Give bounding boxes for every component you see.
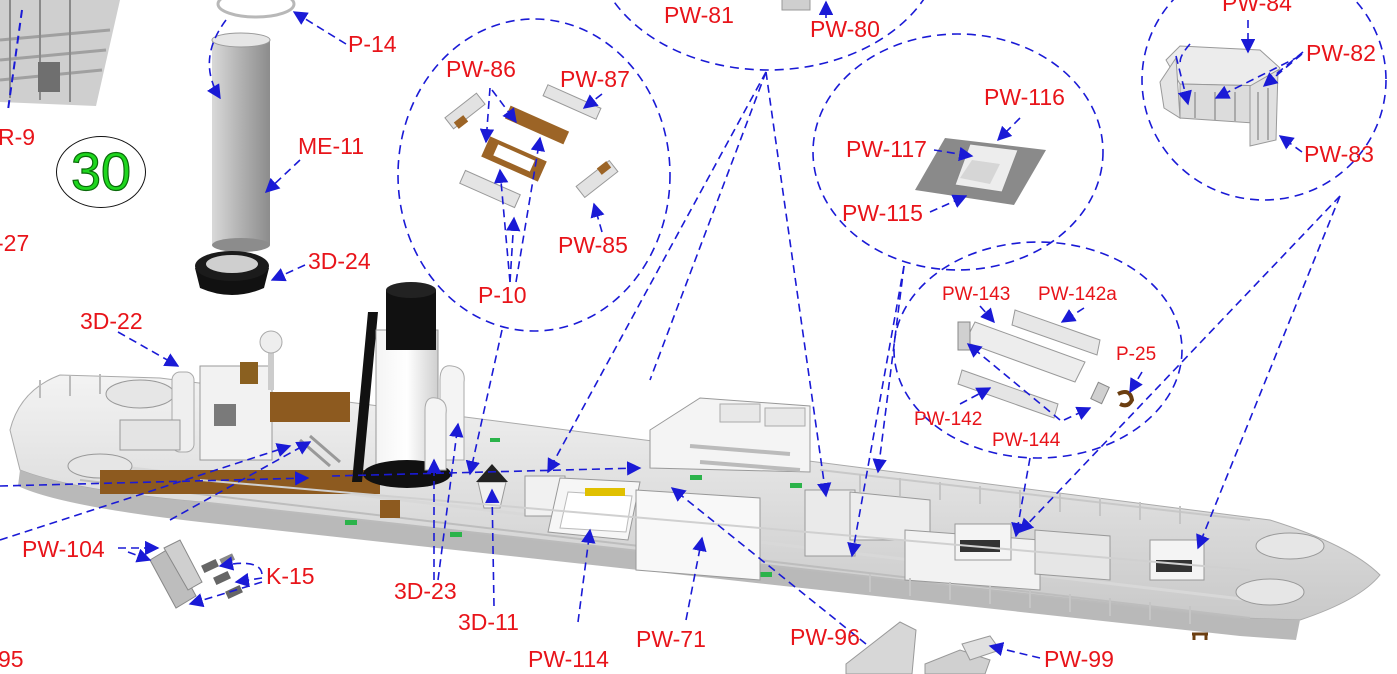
label-me11: ME-11 [298, 133, 365, 159]
label-pw87: PW-87 [560, 66, 630, 92]
label-pw144: PW-144 [992, 430, 1061, 451]
deckhouse-parts [957, 309, 1135, 419]
label-n27: -27 [0, 230, 30, 256]
wood-frame-parts [444, 84, 619, 209]
label-3d22: 3D-22 [80, 308, 143, 334]
label-pw83: PW-83 [1304, 141, 1374, 167]
previous-step-thumbnail [0, 0, 120, 111]
label-pw117: PW-117 [846, 136, 927, 162]
label-n95: 95 [0, 646, 24, 672]
callout-circle-top [611, 0, 925, 71]
label-p14: P-14 [348, 31, 397, 57]
pw80-part [781, 0, 811, 11]
hatch-parts [915, 138, 1046, 205]
funnel-ring-part [216, 0, 296, 19]
step-number-badge: 30 [56, 136, 146, 208]
label-3d11: 3D-11 [458, 609, 519, 635]
label-pw84: PW-84 [1222, 0, 1292, 16]
label-pw86: PW-86 [446, 56, 516, 82]
label-pw142: PW-142 [914, 409, 983, 430]
label-pw114: PW-114 [528, 646, 609, 672]
label-pw81: PW-81 [664, 2, 734, 28]
label-pw104: PW-104 [22, 536, 105, 562]
label-3d24: 3D-24 [308, 248, 371, 274]
label-pw116: PW-116 [984, 84, 1065, 110]
callout-circle-wood-parts [397, 18, 671, 332]
label-pw80: PW-80 [810, 16, 880, 42]
label-pw115: PW-115 [842, 200, 923, 226]
label-pw82: PW-82 [1306, 40, 1376, 66]
pw104-parts [149, 539, 203, 609]
k15-parts [201, 553, 243, 600]
callout-circle-hatch [812, 33, 1104, 271]
label-3d23: 3D-23 [394, 578, 457, 604]
ship-model [9, 282, 1381, 640]
funnel-tube-part [211, 32, 271, 252]
step-number: 30 [70, 141, 132, 202]
label-pw143: PW-143 [942, 284, 1011, 305]
label-k15: K-15 [266, 563, 315, 589]
label-pw85: PW-85 [558, 232, 628, 258]
label-r9: R-9 [0, 124, 36, 150]
pw96-pw99-parts [845, 621, 1001, 674]
label-pw142a: PW-142a [1038, 284, 1117, 305]
funnel-cap-part [195, 251, 269, 295]
label-p10: P-10 [478, 282, 527, 308]
cabin-parts [1159, 45, 1281, 147]
leader-lines [0, 0, 1341, 659]
label-pw71: PW-71 [636, 626, 706, 652]
label-pw96: PW-96 [790, 624, 860, 650]
callout-circle-cabin [1141, 0, 1387, 201]
label-p25: P-25 [1116, 344, 1157, 365]
label-pw99: PW-99 [1044, 646, 1114, 672]
